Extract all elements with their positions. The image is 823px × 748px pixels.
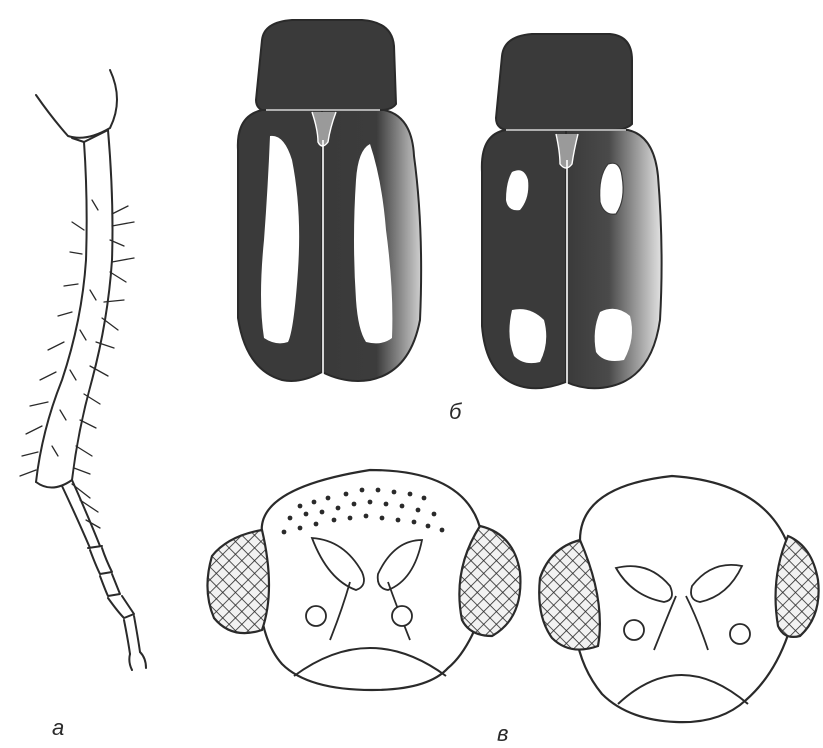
label-a: а [52, 717, 64, 739]
label-b: б [449, 401, 461, 423]
head-smooth [539, 476, 818, 722]
head-with-punctures [207, 470, 520, 690]
label-v: в [497, 723, 508, 745]
leg-drawing [20, 70, 146, 670]
beetle-spotted-pattern [482, 34, 662, 388]
beetle-striped-pattern [238, 20, 421, 381]
